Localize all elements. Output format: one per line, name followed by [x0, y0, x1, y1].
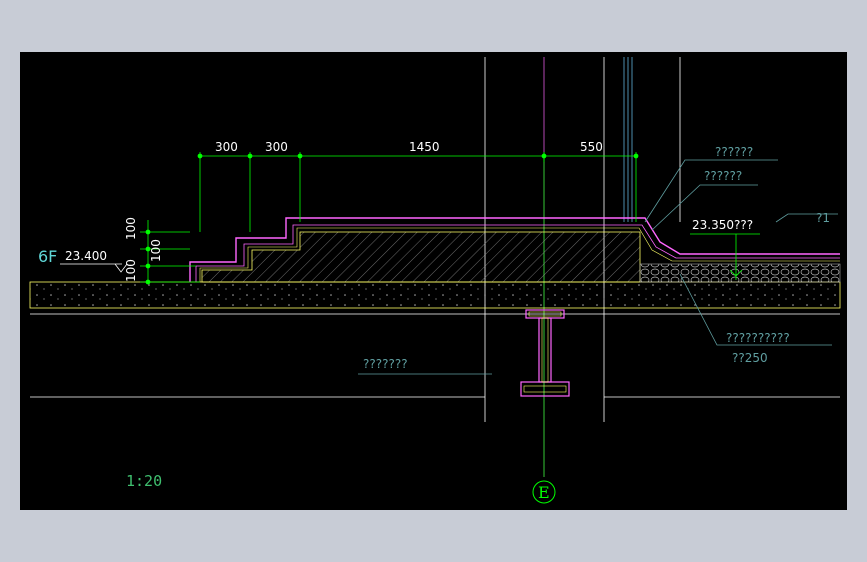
dim-left-1: 100: [124, 217, 138, 240]
dim-top-4: 550: [580, 140, 603, 154]
top-dimension-line: [197, 152, 639, 232]
dim-top-1: 300: [215, 140, 238, 154]
left-dimension-line: [140, 220, 200, 285]
axis-bubble: [532, 480, 556, 504]
floor-slab: [29, 281, 841, 309]
annotation-3: ?1: [816, 211, 830, 225]
roof-elevation-marker: [690, 233, 760, 280]
dim-top-2: 300: [265, 140, 288, 154]
dim-left-2: 100: [149, 239, 163, 262]
steel-beam-inner: [523, 311, 567, 393]
annotation-1: ??????: [715, 145, 753, 159]
annotation-leaders: [358, 159, 838, 375]
step-concrete: [201, 231, 641, 283]
floor-elevation: 23.400: [65, 249, 107, 263]
floor-elevation-marker: [60, 263, 128, 273]
dim-top-3: 1450: [409, 140, 440, 154]
cyan-column-lines: [623, 57, 633, 222]
section-detail-svg: 300 300 1450 550 100 100 100 6F 23.400 2…: [29, 57, 841, 504]
roof-gravel: [639, 263, 841, 283]
annotation-5: ??250: [732, 351, 768, 365]
beam-annotation: ???????: [363, 357, 408, 371]
annotation-4: ??????????: [726, 331, 790, 345]
cad-drawing-canvas[interactable]: 300 300 1450 550 100 100 100 6F 23.400 2…: [20, 52, 847, 510]
floor-label: 6F: [38, 247, 57, 266]
steel-beam: [520, 309, 570, 397]
roof-elevation: 23.350???: [692, 218, 753, 232]
step-membrane-inner: [195, 224, 840, 282]
step-membrane: [189, 217, 840, 282]
annotation-2: ??????: [704, 169, 742, 183]
drawing-scale: 1:20: [126, 472, 162, 490]
axis-label: E: [538, 483, 550, 502]
dim-left-3: 100: [124, 259, 138, 282]
step-yellow-edge: [199, 227, 840, 282]
